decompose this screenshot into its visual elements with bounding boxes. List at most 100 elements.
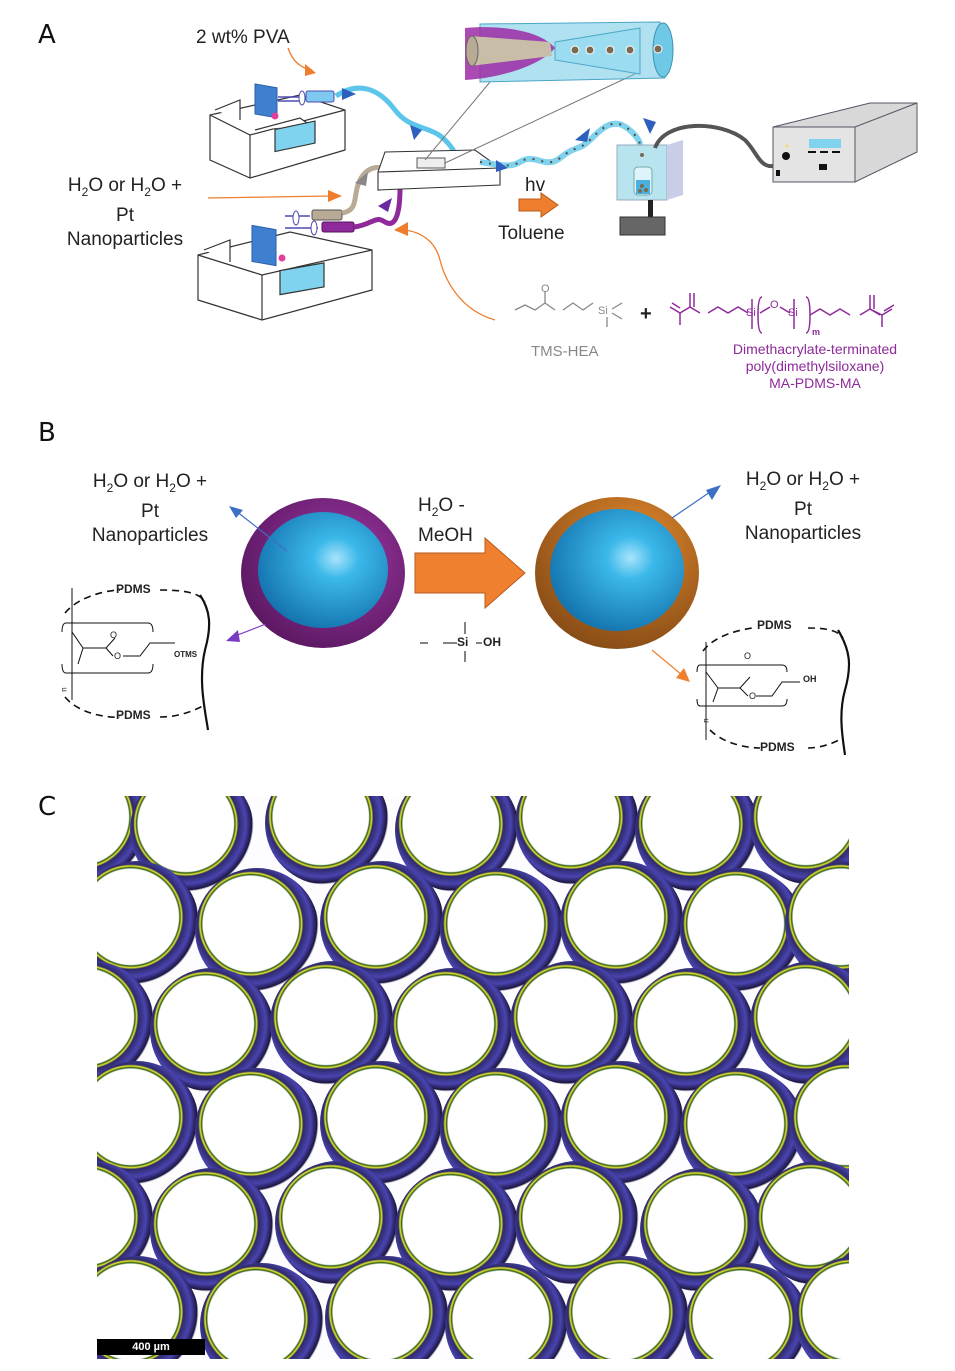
flow-arrow-icon: [575, 128, 590, 142]
panel-a-setup-diagram: [197, 21, 918, 321]
capsule-ring: [390, 968, 514, 1092]
uv-collection-chamber: [616, 140, 683, 236]
repeat-n-right: n: [701, 718, 711, 723]
repeat-subscript-m: m: [812, 327, 821, 337]
flow-arrow-icon: [643, 118, 656, 134]
capsule-ring: [680, 868, 804, 992]
ester-o-right: O: [749, 691, 757, 701]
toluene-label: Toluene: [498, 223, 565, 244]
syringe-pump-top: [209, 94, 346, 179]
capsule-ring: [320, 1061, 444, 1185]
capsule-ring: [560, 861, 684, 985]
capsule-ring: [200, 1263, 324, 1359]
orange-pointer-line: [207, 195, 331, 199]
capsule-ring: [270, 961, 394, 1085]
capsule-ring: [685, 1263, 809, 1359]
silanol-structure: [420, 622, 482, 662]
capsule-ring: [97, 861, 199, 985]
tms-hea-si-label: Si: [598, 305, 608, 317]
purple-arrowhead-icon: [226, 630, 240, 642]
reagent-label: H2O - MeOH: [418, 495, 473, 546]
scale-bar: 400 µm: [97, 1339, 205, 1355]
capillary-nozzle-zoom: [465, 21, 674, 83]
ma-pdms-ma-structure: [669, 293, 895, 334]
capsule-ring: [440, 1068, 564, 1192]
syringe-pump-bottom: [197, 231, 373, 321]
reaction-arrow-icon: [414, 536, 526, 610]
capsule-ring: [640, 1168, 764, 1292]
end-group-oh: OH: [803, 674, 817, 684]
end-group-otms: OTMS: [174, 650, 198, 659]
ma-pdms-o-label: O: [770, 299, 779, 311]
pva-tube: [334, 85, 461, 162]
ma-pdms-ma-name: Dimethacrylate-terminated poly(dimethyls…: [732, 341, 898, 391]
capsule-before: [241, 498, 405, 648]
blue-arrowhead-icon: [706, 485, 721, 500]
zoom-line: [424, 81, 491, 161]
capsule-ring: [395, 1168, 519, 1292]
pdms-label-left-bottom: PDMS: [116, 708, 151, 722]
capsule-ring: [97, 1256, 199, 1359]
pointer-line: [235, 510, 288, 552]
capsule-ring: [195, 868, 319, 992]
outlet-tube: [479, 120, 643, 169]
shell-tube: [353, 187, 403, 230]
tms-hea-structure: [514, 291, 623, 327]
zoom-line: [444, 73, 636, 164]
hv-label: hv: [525, 175, 546, 196]
inner-phase-label-b-left: H2O or H2O + Pt Nanoparticles: [91, 471, 209, 546]
capsule-rings: [97, 796, 849, 1359]
silanol-oh-label: OH: [483, 635, 501, 649]
pointer-line: [651, 649, 683, 676]
tms-hea-name: TMS-HEA: [531, 343, 599, 360]
capsule-after: [535, 497, 699, 649]
capsule-ring: [97, 1161, 154, 1285]
inner-phase-label-b-right: H2O or H2O + Pt Nanoparticles: [744, 469, 862, 544]
carbonyl-o-right: O: [744, 651, 752, 661]
inner-phase-label-a: H2O or H2O + Pt Nanoparticles: [66, 175, 184, 250]
capsule-ring: [150, 968, 274, 1092]
capsule-ring: [790, 1061, 849, 1185]
capsule-ring: [750, 961, 849, 1085]
pdms-label-right-bottom: PDMS: [760, 740, 795, 754]
plus-sign: +: [640, 303, 652, 325]
orange-arrowhead-icon: [328, 190, 342, 202]
micrograph-capsules: 400 µm: [97, 796, 849, 1359]
capsule-ring: [445, 1263, 569, 1359]
capsule-ring: [755, 1161, 849, 1285]
syringe-bottom: [251, 209, 355, 267]
ma-pdms-si-label-1: Si: [746, 307, 756, 319]
pdms-label-left-top: PDMS: [116, 582, 151, 596]
hv-arrow-icon: [518, 192, 559, 218]
capsule-ring: [265, 796, 389, 885]
uv-lamp-box: [772, 102, 918, 183]
capsule-ring: [680, 1068, 804, 1192]
panel-a-letter: A: [38, 20, 56, 50]
orange-arrowhead-icon: [394, 222, 408, 236]
capsule-ring: [97, 1061, 199, 1185]
capsule-ring: [275, 1161, 399, 1285]
capsule-ring: [785, 861, 849, 985]
capsule-ring: [320, 861, 444, 985]
panel-b-diagram: [61, 485, 851, 756]
silanol-si-label: Si: [457, 635, 469, 649]
tms-hea-o-label: O: [541, 283, 550, 295]
capsule-ring: [395, 796, 519, 892]
pva-label: 2 wt% PVA: [196, 27, 290, 48]
capsule-ring: [97, 961, 154, 1085]
pump-display-top: [274, 120, 316, 153]
flow-arrow-icon: [355, 172, 368, 186]
capsule-ring: [560, 1061, 684, 1185]
carbonyl-o-left: O: [110, 630, 118, 640]
ester-o-left: O: [114, 651, 122, 661]
pointer-line: [671, 489, 714, 519]
orange-arrowhead-icon: [305, 64, 316, 76]
flow-arrow-icon: [342, 88, 356, 100]
capsule-ring: [795, 1256, 849, 1359]
capsule-ring: [440, 868, 564, 992]
polymer-network-right: [696, 627, 851, 756]
repeat-n-left: n: [59, 687, 69, 692]
panel-c-letter: C: [38, 792, 57, 822]
flow-arrow-icon: [496, 160, 508, 172]
orange-pointer-line: [404, 229, 496, 321]
